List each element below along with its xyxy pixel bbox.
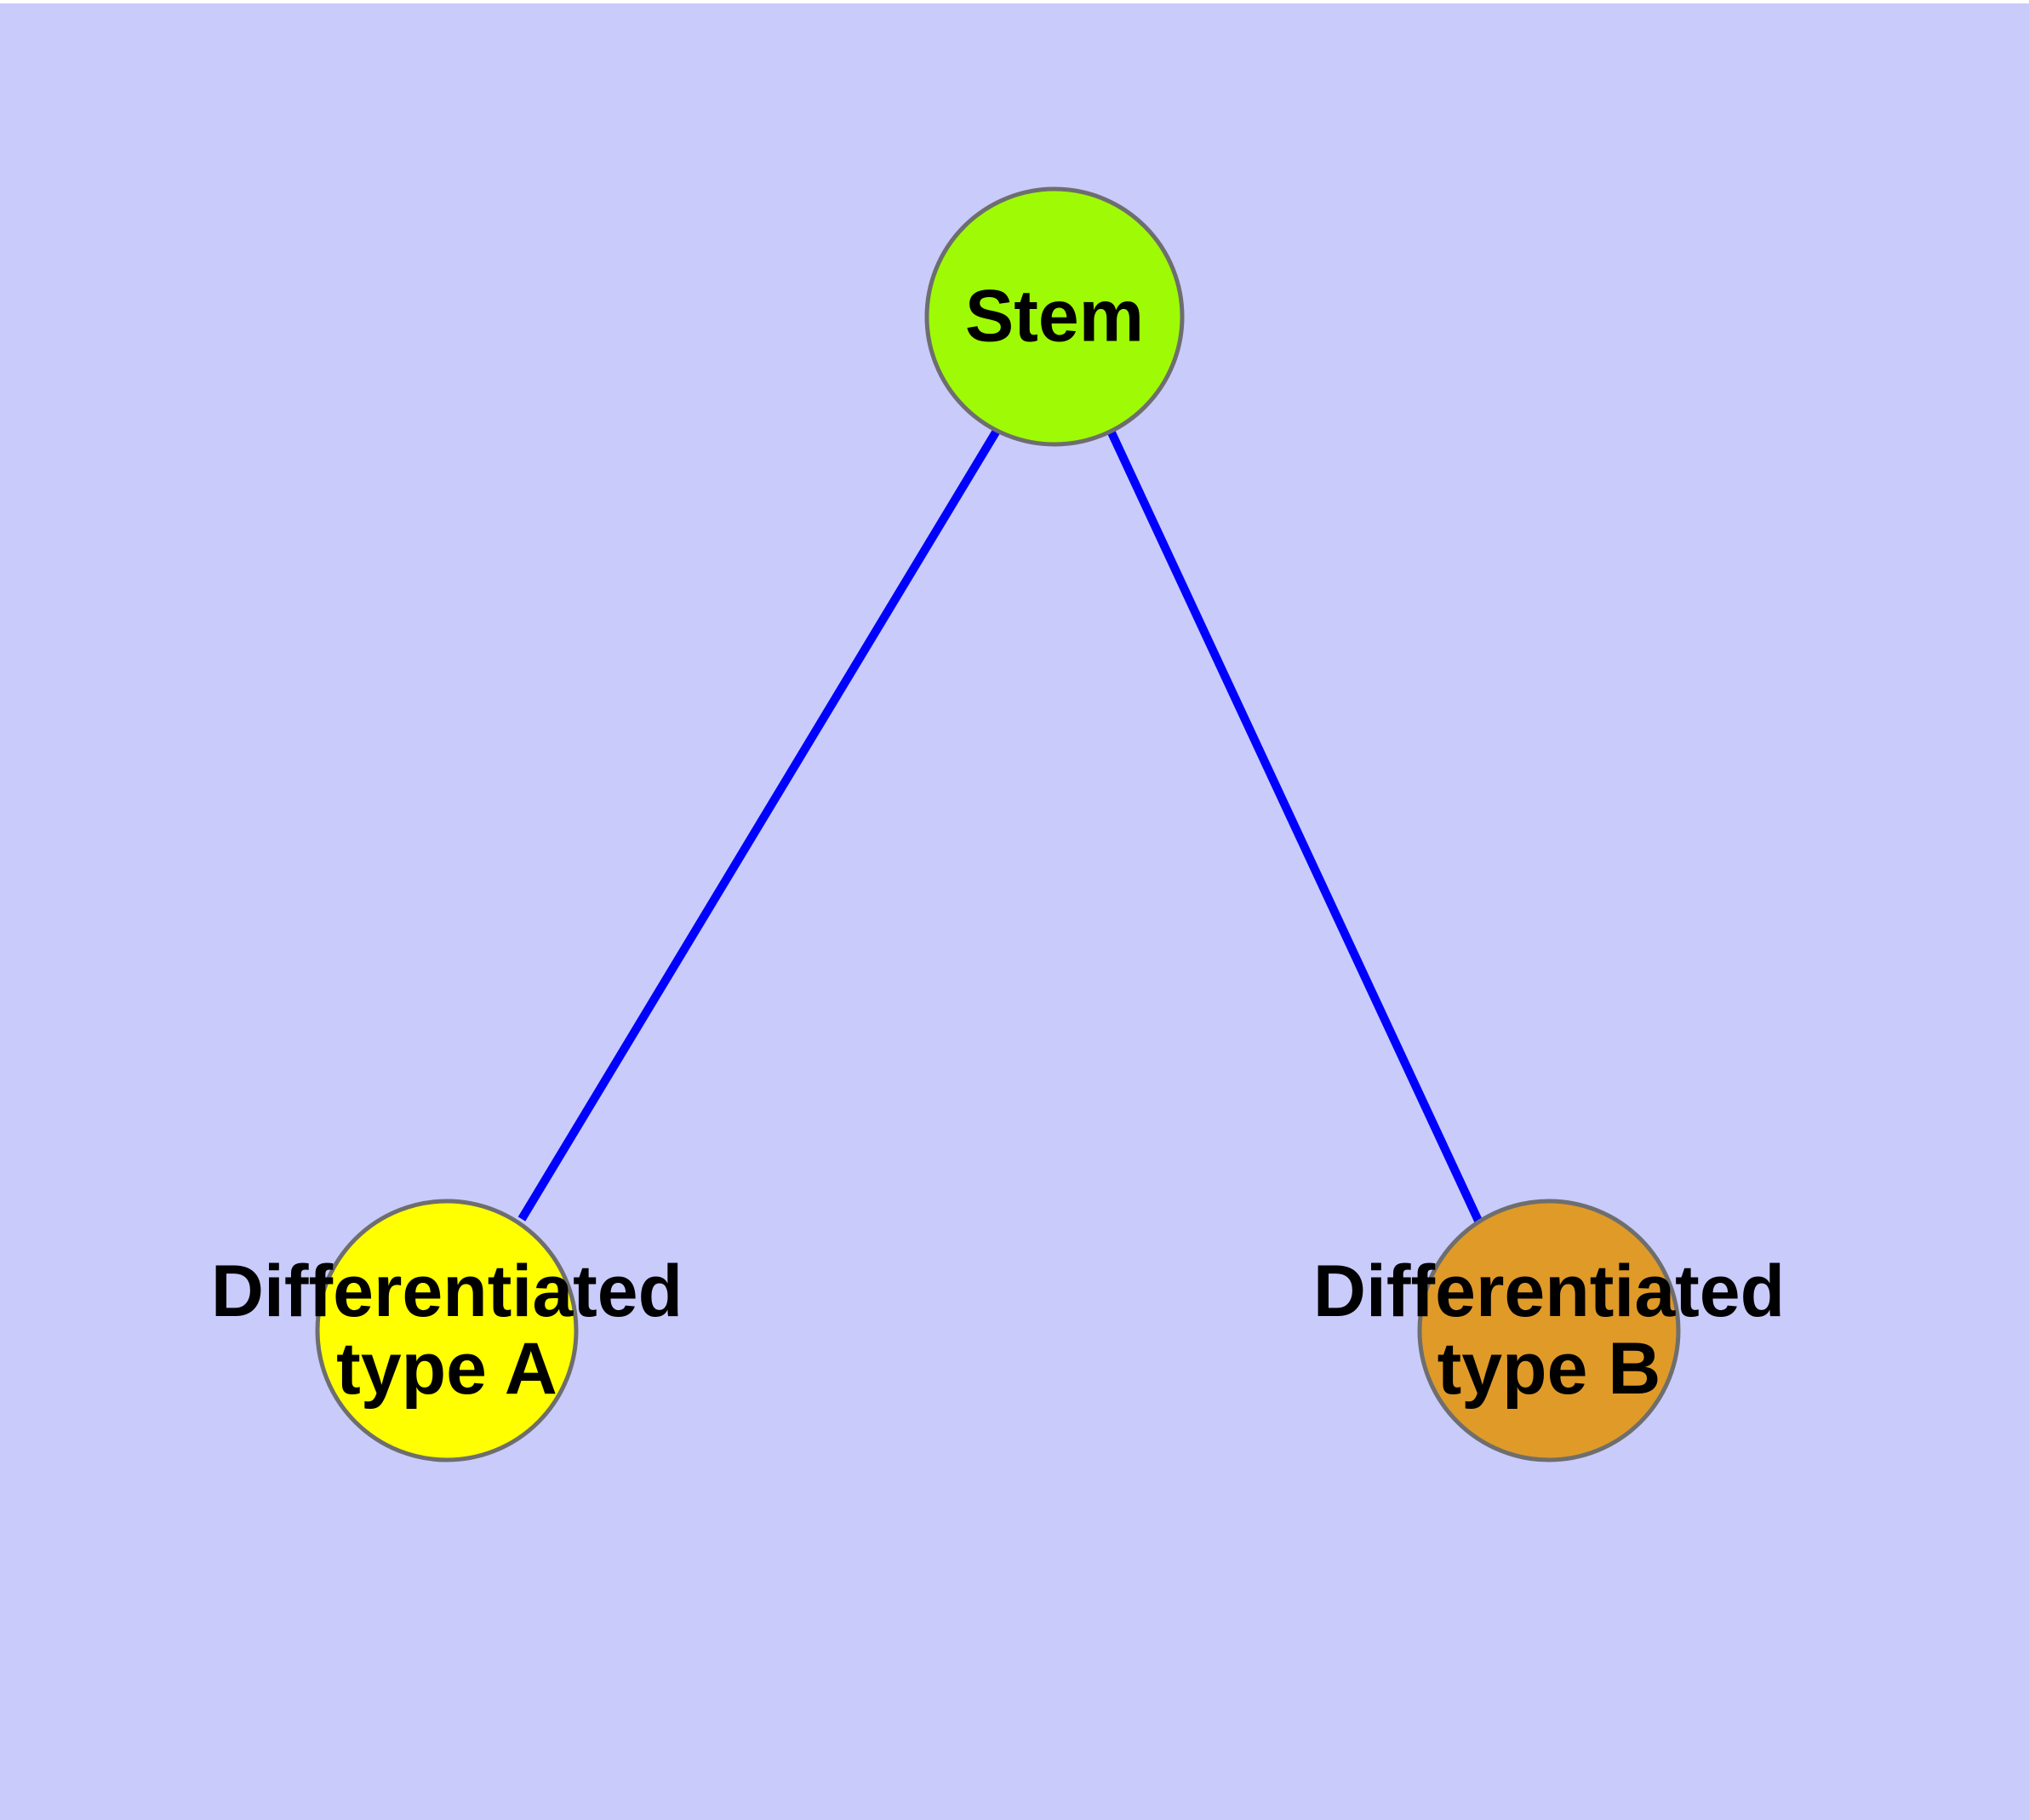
edges-layer [517, 428, 1483, 1223]
graph-edge-stem-to-b [1106, 428, 1483, 1223]
nodes-layer [315, 186, 1681, 1462]
graph-node-diff-a[interactable] [315, 1199, 579, 1462]
graph-node-stem[interactable] [924, 186, 1185, 447]
graph-node-diff-b[interactable] [1417, 1199, 1681, 1462]
graph-edge-stem-to-a [517, 428, 1001, 1222]
